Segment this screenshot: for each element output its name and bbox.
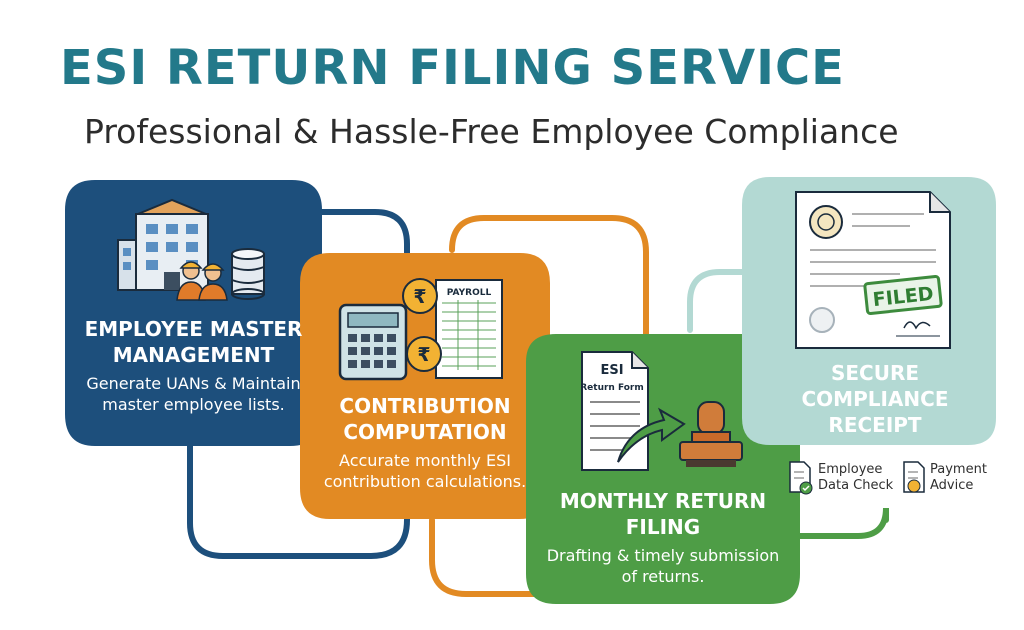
legend-employee-data-check: Employee Data Check xyxy=(818,462,894,493)
connector-loop-blue xyxy=(187,209,410,559)
connector-loop-teal xyxy=(687,269,753,333)
step-employee-master: EMPLOYEE MASTER MANAGEMENT Generate UANs… xyxy=(70,316,317,415)
form-title: ESI xyxy=(600,363,623,378)
payroll-label: PAYROLL xyxy=(447,288,492,298)
step-description: Generate UANs & Maintain master employee… xyxy=(86,374,301,414)
step-description: Accurate monthly ESI contribution calcul… xyxy=(323,451,527,491)
rupee-symbol-2: ₹ xyxy=(417,344,430,366)
return-form-icon: ESI Return Form xyxy=(580,351,649,471)
connector-loop-orange xyxy=(449,215,649,343)
calculator-icon xyxy=(338,303,408,381)
page-title: ESI RETURN FILING SERVICE xyxy=(60,40,845,96)
page-subtitle: Professional & Hassle-Free Employee Comp… xyxy=(84,112,899,151)
filed-certificate-icon: FILED xyxy=(795,191,951,349)
payment-advice-icon xyxy=(903,461,925,493)
rupee-coin-icon: ₹ ₹ xyxy=(402,278,442,372)
connector-loop-green xyxy=(769,507,889,539)
payroll-sheet-icon: PAYROLL xyxy=(435,279,503,379)
stamp-icon xyxy=(679,401,743,467)
workers-icon xyxy=(176,261,228,301)
step-monthly-filing: MONTHLY RETURN FILING Drafting & timely … xyxy=(545,488,781,587)
database-icon xyxy=(231,248,265,300)
step-description: Drafting & timely submission of returns. xyxy=(546,546,780,586)
step-heading: MONTHLY RETURN FILING xyxy=(559,489,767,539)
rupee-symbol-1: ₹ xyxy=(413,286,426,308)
connector-loop-orange-lower xyxy=(429,517,548,597)
step-contribution: CONTRIBUTION COMPUTATION Accurate monthl… xyxy=(310,393,540,492)
legend-payment-advice: Payment Advice xyxy=(930,462,987,493)
form-subtitle: Return Form xyxy=(580,383,644,393)
document-check-icon xyxy=(789,461,813,495)
arrow-icon xyxy=(617,407,686,463)
step-compliance-receipt: SECURE COMPLIANCE RECEIPT xyxy=(792,360,958,438)
step-heading: CONTRIBUTION COMPUTATION xyxy=(339,394,511,444)
step-heading: SECURE COMPLIANCE RECEIPT xyxy=(801,361,949,437)
step-heading: EMPLOYEE MASTER MANAGEMENT xyxy=(84,317,303,367)
